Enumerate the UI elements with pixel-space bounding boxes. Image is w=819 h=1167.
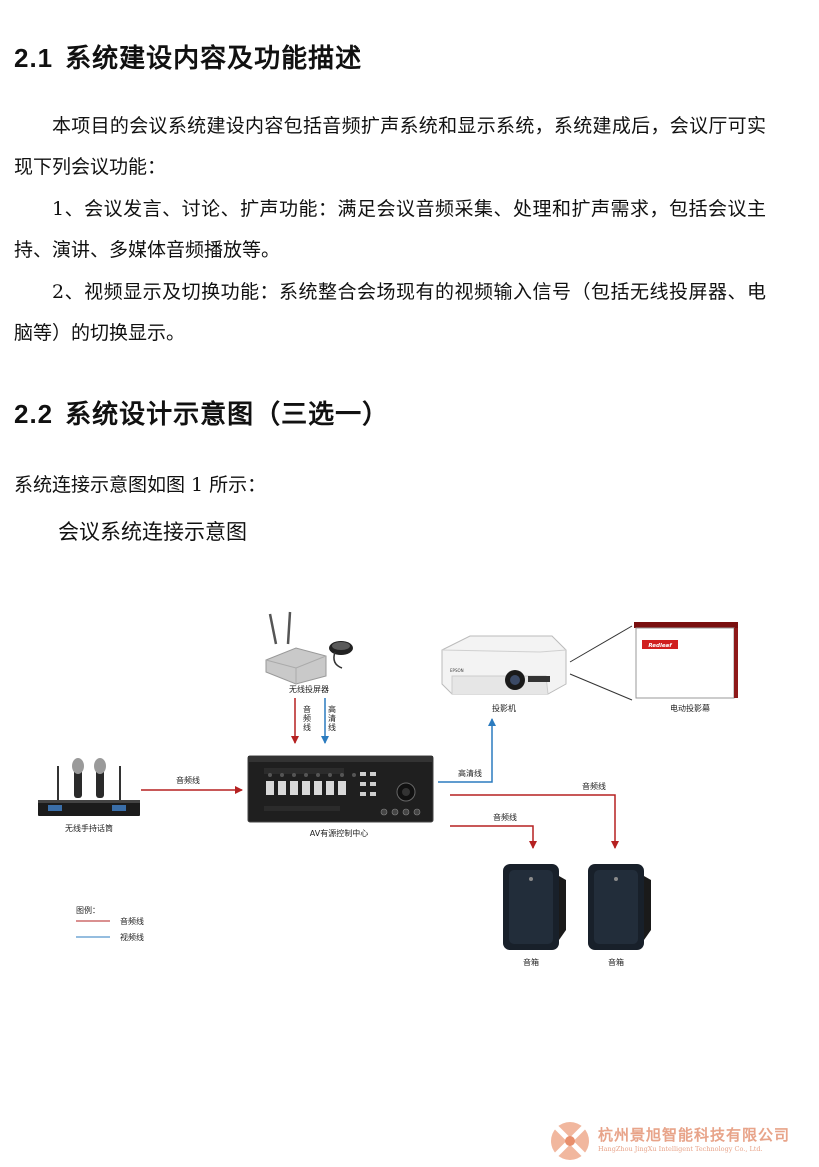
function-item-1: 1、会议发言、讨论、扩声功能：满足会议音频采集、处理和扩声需求，包括会议主持、演… [14,198,766,261]
wireless-caster-device [265,611,353,685]
mic-label: 无线手持话筒 [65,823,113,833]
caster-audio-label-3: 线 [303,722,311,732]
speaker-2-audio-label: 音频线 [582,781,606,791]
legend-title: 图例： [76,905,100,915]
svg-text:EPSON: EPSON [450,668,464,673]
section-title: 系统设计示意图（三选一） [65,399,390,429]
speaker-2 [588,864,651,950]
figure-caption: 会议系统连接示意图 [58,520,247,544]
section-number: 2.1 [14,43,54,73]
legend-audio-label: 音频线 [120,916,144,926]
wireless-caster-label: 无线投屏器 [289,684,329,694]
legend-video-label: 视频线 [120,932,144,942]
diagram-legend: 图例： 音频线 视频线 [76,905,144,942]
company-name-cn: 杭州景旭智能科技有限公司 [598,1126,791,1144]
system-connection-diagram: 无线投屏器 音 频 线 高 清 线 EPSON 投影机 Redleaf 电动投影… [38,611,738,967]
screen-label: 电动投影幕 [670,703,710,713]
function-item-2: 2、视频显示及切换功能：系统整合会场现有的视频输入信号（包括无线投屏器、电脑等）… [14,281,766,344]
intro-paragraph: 本项目的会议系统建设内容包括音频扩声系统和显示系统，系统建成后，会议厅可实现下列… [14,115,766,178]
section-number: 2.2 [14,399,54,429]
caster-audio-label-1: 音 [303,704,311,714]
caster-hd-label-3: 线 [328,722,336,732]
section-heading-2-2: 2.2 系统设计示意图（三选一） [14,394,389,431]
speaker-1-label: 音箱 [523,957,539,967]
figure-reference: 系统连接示意图如图 1 所示： [14,474,267,496]
caster-audio-label-2: 频 [303,713,311,723]
caster-hd-label-1: 高 [328,704,336,714]
projector-hd-line [438,718,496,783]
controller-label: AV有源控制中心 [310,828,368,838]
projector-label: 投影机 [492,703,516,713]
speaker-1-audio-line [450,825,537,849]
speaker-2-audio-line [450,794,619,849]
caster-hd-label-2: 清 [328,713,336,723]
mic-audio-label: 音频线 [176,775,200,785]
speaker-2-label: 音箱 [608,957,624,967]
projector-hd-label: 高清线 [458,768,482,778]
av-control-center [247,755,434,823]
projection-screen: Redleaf [634,622,738,699]
company-footer: 杭州景旭智能科技有限公司 HangZhou JingXu Intelligent… [548,1118,816,1162]
company-logo [551,1122,589,1160]
speaker-1-audio-label: 音频线 [493,812,517,822]
projector-device: EPSON [441,635,567,695]
speaker-1 [503,864,566,950]
wireless-mic-device [38,758,140,816]
section-heading-2-1: 2.1 系统建设内容及功能描述 [14,38,362,75]
section-title: 系统建设内容及功能描述 [65,43,363,73]
screen-brand: Redleaf [648,643,672,649]
company-name-en: HangZhou JingXu Intelligent Technology C… [598,1145,763,1153]
